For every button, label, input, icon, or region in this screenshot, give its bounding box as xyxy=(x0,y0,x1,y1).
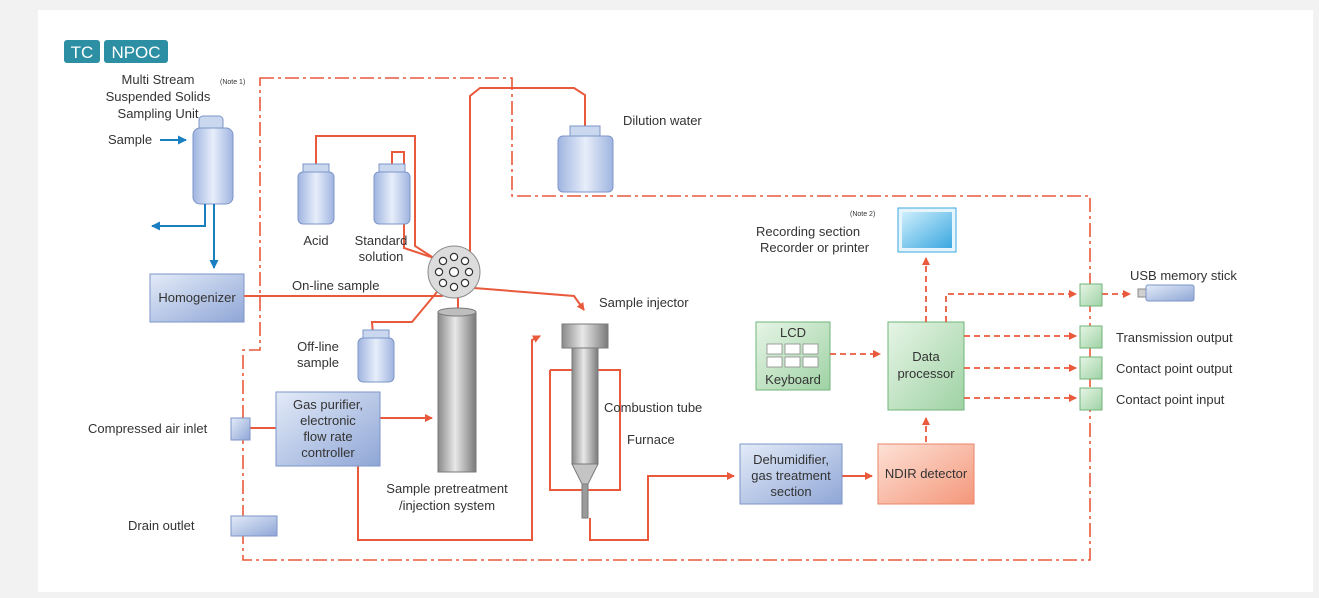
sample-injector-icon xyxy=(561,323,609,349)
note2-label: (Note 2) xyxy=(850,211,875,218)
sample-label: Sample xyxy=(108,132,152,147)
transmission-label: Transmission output xyxy=(1116,330,1233,345)
data-processor-box: Data processor xyxy=(887,321,965,411)
svg-text:Keyboard: Keyboard xyxy=(765,372,821,387)
svg-text:NDIR detector: NDIR detector xyxy=(885,466,968,481)
signal-lines xyxy=(830,257,1131,442)
drain-outlet-label: Drain outlet xyxy=(128,518,195,533)
eight-port-valve-icon xyxy=(427,245,481,299)
pretreatment-column-icon xyxy=(437,307,477,473)
npoc-badge: NPOC xyxy=(104,40,168,63)
acid-bottle-icon xyxy=(297,163,335,225)
dilution-water-label: Dilution water xyxy=(623,113,702,128)
gas-purifier-box: Gas purifier, electronic flow rate contr… xyxy=(275,391,381,467)
offline-sample-bottle-icon xyxy=(357,329,395,383)
svg-text:Gas purifier,: Gas purifier, xyxy=(293,397,363,412)
usb-label: USB memory stick xyxy=(1130,268,1237,283)
standard-label-2: solution xyxy=(359,249,404,264)
tc-badge: TC xyxy=(64,40,100,63)
contact-input-port-icon xyxy=(1079,387,1103,411)
recorder-monitor-icon xyxy=(897,207,957,253)
svg-text:processor: processor xyxy=(897,366,955,381)
dilution-water-bottle-icon xyxy=(557,125,614,193)
svg-text:controller: controller xyxy=(301,445,355,460)
recording-label-1: Recording section xyxy=(756,224,860,239)
offline-label-2: sample xyxy=(297,355,339,370)
svg-text:Dehumidifier,: Dehumidifier, xyxy=(753,452,829,467)
transmission-port-icon xyxy=(1079,325,1103,349)
offline-label-1: Off-line xyxy=(297,339,339,354)
combustion-tube-label: Combustion tube xyxy=(604,400,702,415)
contact-output-label: Contact point output xyxy=(1116,361,1233,376)
standard-bottle-icon xyxy=(373,163,411,225)
multistream-label-3: Sampling Unit xyxy=(118,106,199,121)
svg-text:NPOC: NPOC xyxy=(111,43,160,62)
lcd-grid-icon xyxy=(766,343,819,368)
contact-output-port-icon xyxy=(1079,356,1103,380)
drain-outlet-icon xyxy=(230,515,278,537)
acid-label: Acid xyxy=(303,233,328,248)
note1-label: (Note 1) xyxy=(220,79,245,86)
usb-stick-icon xyxy=(1137,284,1195,302)
multistream-label-1: Multi Stream xyxy=(122,72,195,87)
ndir-detector-box: NDIR detector xyxy=(877,443,975,505)
recording-label-2: Recorder or printer xyxy=(760,240,870,255)
svg-text:TC: TC xyxy=(71,43,94,62)
svg-text:gas treatment: gas treatment xyxy=(751,468,831,483)
multistream-unit-icon xyxy=(192,115,234,205)
sample-injector-label: Sample injector xyxy=(599,295,689,310)
online-sample-label: On-line sample xyxy=(292,278,379,293)
combustion-tube-icon xyxy=(571,347,599,519)
standard-label-1: Standard xyxy=(355,233,408,248)
dehumidifier-box: Dehumidifier, gas treatment section xyxy=(739,443,843,505)
svg-text:electronic: electronic xyxy=(300,413,356,428)
pretreat-label-1: Sample pretreatment xyxy=(386,481,508,496)
lcd-keyboard-box: LCD Keyboard xyxy=(755,321,831,391)
homogenizer-box: Homogenizer xyxy=(149,273,245,323)
contact-input-label: Contact point input xyxy=(1116,392,1225,407)
sample-blue-flows xyxy=(151,135,219,269)
svg-text:section: section xyxy=(770,484,811,499)
furnace-label: Furnace xyxy=(627,432,675,447)
svg-text:LCD: LCD xyxy=(780,325,806,340)
svg-text:Homogenizer: Homogenizer xyxy=(158,290,236,305)
svg-text:Data: Data xyxy=(912,349,940,364)
pretreat-label-2: /injection system xyxy=(399,498,495,513)
svg-text:flow rate: flow rate xyxy=(303,429,352,444)
multistream-label-2: Suspended Solids xyxy=(106,89,211,104)
enclosure-boundary xyxy=(242,77,1091,561)
compressed-air-inlet-icon xyxy=(230,417,251,441)
usb-port-icon xyxy=(1079,283,1103,307)
compressed-air-label: Compressed air inlet xyxy=(88,421,208,436)
